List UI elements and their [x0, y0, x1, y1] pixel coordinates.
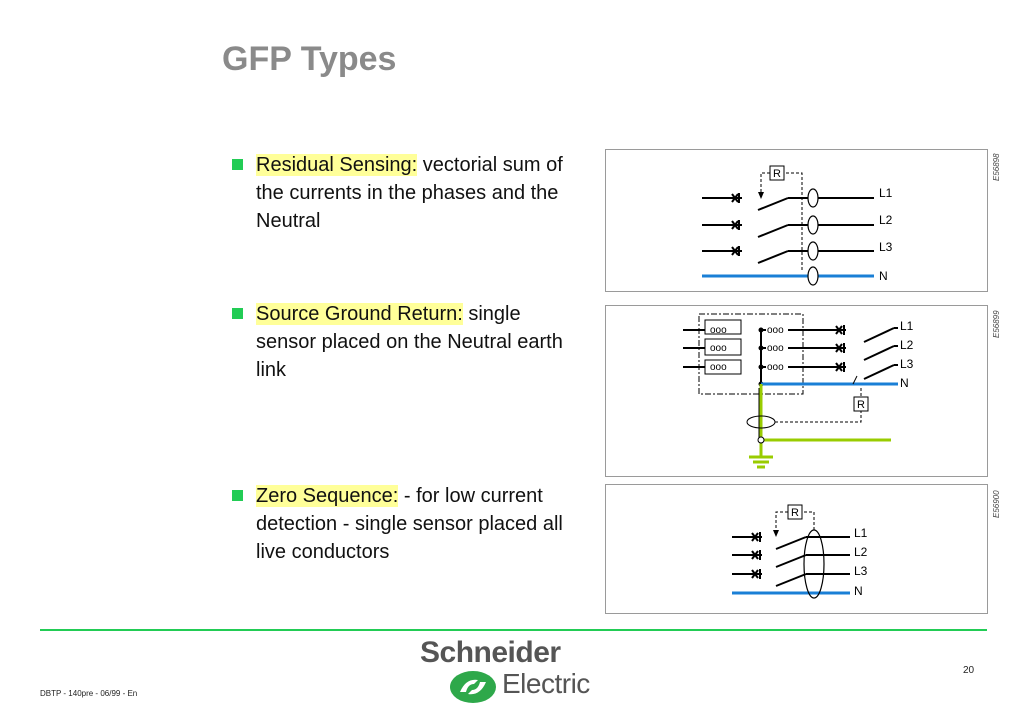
- footer-divider: [40, 629, 987, 631]
- svg-text:ooo: ooo: [710, 343, 727, 354]
- slide-title: GFP Types: [222, 40, 397, 78]
- svg-text:ooo: ooo: [767, 325, 784, 336]
- logo-wordmark-top: Schneider: [420, 636, 561, 669]
- relay-box: [787, 504, 803, 520]
- logo-wordmark-bottom: Electric: [502, 668, 590, 699]
- bullet-square-icon: [232, 308, 243, 319]
- residual-sensing-schematic: R L1 L2 L3 N: [702, 165, 893, 286]
- bullet-zero-sequence: Zero Sequence: - for low current detecti…: [232, 482, 572, 602]
- figure-code: E56898: [992, 153, 1001, 181]
- relay-label: R: [791, 507, 799, 519]
- figure-code: E56900: [992, 490, 1001, 518]
- svg-text:ooo: ooo: [767, 362, 784, 373]
- line-label-n: N: [854, 584, 863, 598]
- line-label-l2: L2: [900, 338, 914, 352]
- line-label-l2: L2: [879, 213, 893, 227]
- svg-text:ooo: ooo: [710, 362, 727, 373]
- bullet-text: single sensor placed on the Neutral eart…: [256, 303, 563, 381]
- line-label-l3: L3: [900, 357, 914, 371]
- zero-sequence-schematic: R L1 L2 L3 N: [732, 504, 868, 599]
- line-label-l1: L1: [854, 526, 868, 540]
- svg-text:ooo: ooo: [767, 343, 784, 354]
- relay-box: [853, 396, 869, 412]
- figure-code: E56899: [992, 310, 1001, 338]
- bullet-text: vectorial sum of the currents in the pha…: [256, 154, 563, 232]
- relay-label: R: [857, 399, 865, 411]
- line-label-n: N: [900, 376, 909, 390]
- footer-text: DBTP - 140pre - 06/99 - En: [40, 689, 138, 698]
- bullet-term: Zero Sequence:: [256, 485, 399, 507]
- source-ground-return-schematic: ooo ooo ooo ooo ooo ooo R: [683, 313, 914, 469]
- schneider-electric-logo: Schneider Electric: [420, 636, 590, 706]
- line-label-l1: L1: [900, 319, 914, 333]
- relay-label: R: [773, 168, 781, 180]
- line-label-n: N: [879, 269, 888, 283]
- line-label-l2: L2: [854, 545, 868, 559]
- bullet-square-icon: [232, 490, 243, 501]
- logo-mark-icon: [450, 671, 496, 703]
- bullet-residual-sensing: Residual Sensing: vectorial sum of the c…: [232, 151, 572, 241]
- svg-text:ooo: ooo: [710, 325, 727, 336]
- bullet-square-icon: [232, 159, 243, 170]
- diagram-source-ground-return: ooo ooo ooo ooo ooo ooo R: [605, 305, 988, 477]
- diagram-zero-sequence: R L1 L2 L3 N: [605, 484, 988, 614]
- relay-box: [769, 165, 785, 181]
- diagram-residual-sensing: R L1 L2 L3 N: [605, 149, 988, 292]
- page-number: 20: [963, 665, 975, 676]
- line-label-l3: L3: [854, 564, 868, 578]
- bullet-source-ground-return: Source Ground Return: single sensor plac…: [232, 300, 572, 390]
- bullet-text: - for low current detection - single sen…: [256, 485, 563, 563]
- bullet-term: Source Ground Return:: [256, 303, 463, 325]
- line-label-l3: L3: [879, 240, 893, 254]
- line-label-l1: L1: [879, 186, 893, 200]
- bullet-term: Residual Sensing:: [256, 154, 418, 176]
